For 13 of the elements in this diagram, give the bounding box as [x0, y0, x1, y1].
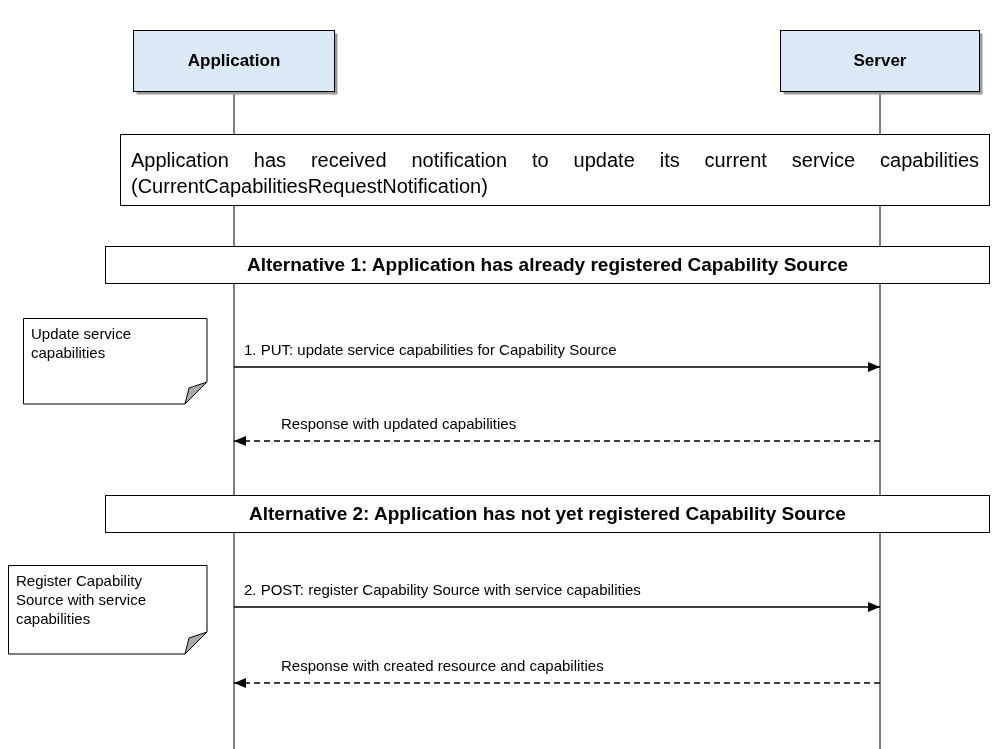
message-label: 2. POST: register Capability Source with service capabilities [242, 581, 643, 598]
message-arrow [233, 602, 881, 612]
note-box: Update service capabilities [23, 318, 208, 405]
alternative-header: Alternative 2: Application has not yet registered Capability Source [105, 495, 990, 533]
message-arrow [233, 678, 881, 688]
message-label: Response with updated capabilities [279, 415, 519, 432]
message-arrow [233, 436, 881, 446]
note-box: Application has received notification to update its current service capabilities (CurrentCapabilitiesRequestNotification) [120, 134, 990, 206]
message-label: 1. PUT: update service capabilities for Capability Source [242, 341, 619, 358]
alternative-header: Alternative 1: Application has already registered Capability Source [105, 246, 990, 284]
message-label: Response with created resource and capabilities [279, 657, 606, 674]
message-arrow [233, 362, 881, 372]
note-box: Register Capability Source with service capabilities [8, 565, 208, 655]
